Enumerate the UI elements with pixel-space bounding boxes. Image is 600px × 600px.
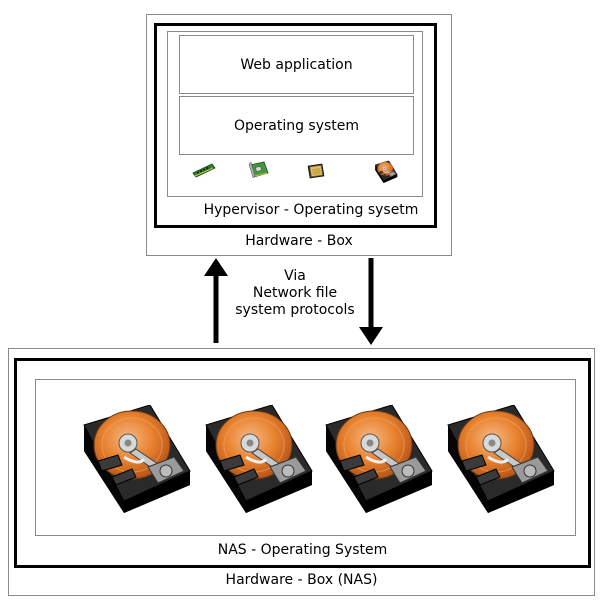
nas-disk-area bbox=[35, 379, 576, 536]
cpu-icon bbox=[307, 163, 325, 179]
connection-caption-line-2: Network file bbox=[252, 285, 338, 301]
connection-caption-line-3: system protocols bbox=[235, 302, 355, 318]
web-application-label: Web application bbox=[240, 56, 353, 73]
operating-system-box: Operating system bbox=[179, 96, 414, 155]
connection-caption-line-1: Via bbox=[284, 268, 306, 284]
hard-disk-icon bbox=[442, 405, 558, 515]
hypervisor-inner-box bbox=[167, 31, 423, 197]
hard-disk-icon bbox=[200, 405, 316, 515]
nas-os-label: NAS - Operating System bbox=[217, 542, 388, 558]
hard-disk-icon bbox=[78, 405, 194, 515]
network-card-icon bbox=[248, 161, 269, 179]
hypervisor-label: Hypervisor - Operating sysetm bbox=[203, 202, 419, 218]
nas-os-frame bbox=[14, 358, 591, 568]
hard-disk-icon bbox=[374, 160, 398, 184]
connection-caption: Via Network file system protocols bbox=[215, 268, 375, 319]
hardware-box bbox=[146, 14, 452, 256]
web-application-box: Web application bbox=[179, 35, 414, 94]
hypervisor-frame bbox=[154, 23, 437, 228]
operating-system-label: Operating system bbox=[233, 117, 360, 134]
hardware-box-label: Hardware - Box bbox=[245, 233, 353, 249]
ram-icon bbox=[192, 163, 216, 178]
hard-disk-icon bbox=[320, 405, 436, 515]
nas-hardware-label: Hardware - Box (NAS) bbox=[225, 572, 378, 588]
